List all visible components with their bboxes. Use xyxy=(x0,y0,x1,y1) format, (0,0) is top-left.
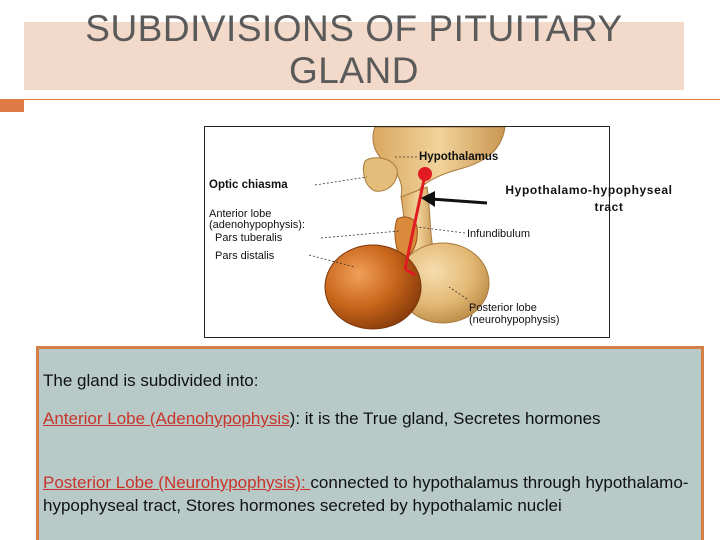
anterior-lobe-term: Anterior Lobe (Adenohypophysis xyxy=(43,409,290,428)
posterior-lobe-term: Posterior Lobe (Neurohypophysis): xyxy=(43,473,310,492)
leader-optic-chiasma xyxy=(315,177,367,185)
tract-callout-line-2: tract xyxy=(484,199,694,216)
label-posterior-lobe: Posterior lobe xyxy=(469,302,537,314)
intro-text: The gland is subdivided into: xyxy=(43,369,258,392)
callout-arrow-line xyxy=(431,199,487,203)
slide-title-line-2: GLAND xyxy=(24,50,684,92)
label-infundibulum: Infundibulum xyxy=(467,228,530,240)
accent-bar xyxy=(0,99,24,112)
pituitary-diagram: Hypothalamus Optic chiasma Anterior lobe… xyxy=(204,126,610,338)
content-box: The gland is subdivided into: Anterior L… xyxy=(36,346,704,540)
leader-pars-tuberalis xyxy=(321,231,399,238)
slide-title: SUBDIVISIONS OF PITUITARY GLAND xyxy=(24,8,684,92)
slide-title-line-1: SUBDIVISIONS OF PITUITARY xyxy=(24,8,684,50)
tract-callout-line-1: Hypothalamo-hypophyseal xyxy=(484,182,694,199)
pituitary-illustration: Hypothalamus Optic chiasma Anterior lobe… xyxy=(205,127,609,337)
optic-chiasma-shape xyxy=(363,158,397,192)
tract-callout: Hypothalamo-hypophyseal tract xyxy=(484,182,694,216)
anterior-lobe-paragraph: Anterior Lobe (Adenohypophysis): it is t… xyxy=(43,407,703,430)
label-optic-chiasma: Optic chiasma xyxy=(209,179,288,191)
anterior-lobe-description: ): it is the True gland, Secretes hormon… xyxy=(290,409,601,428)
posterior-lobe-paragraph: Posterior Lobe (Neurohypophysis): connec… xyxy=(43,471,703,517)
label-neurohypophysis: (neurohypophysis) xyxy=(469,314,560,326)
title-rule xyxy=(24,99,720,100)
label-pars-distalis: Pars distalis xyxy=(215,250,275,262)
label-pars-tuberalis: Pars tuberalis xyxy=(215,232,283,244)
label-hypothalamus: Hypothalamus xyxy=(419,151,498,163)
tract-origin-dot xyxy=(418,167,432,181)
label-adenohypophysis: (adenohypophysis): xyxy=(209,219,305,231)
